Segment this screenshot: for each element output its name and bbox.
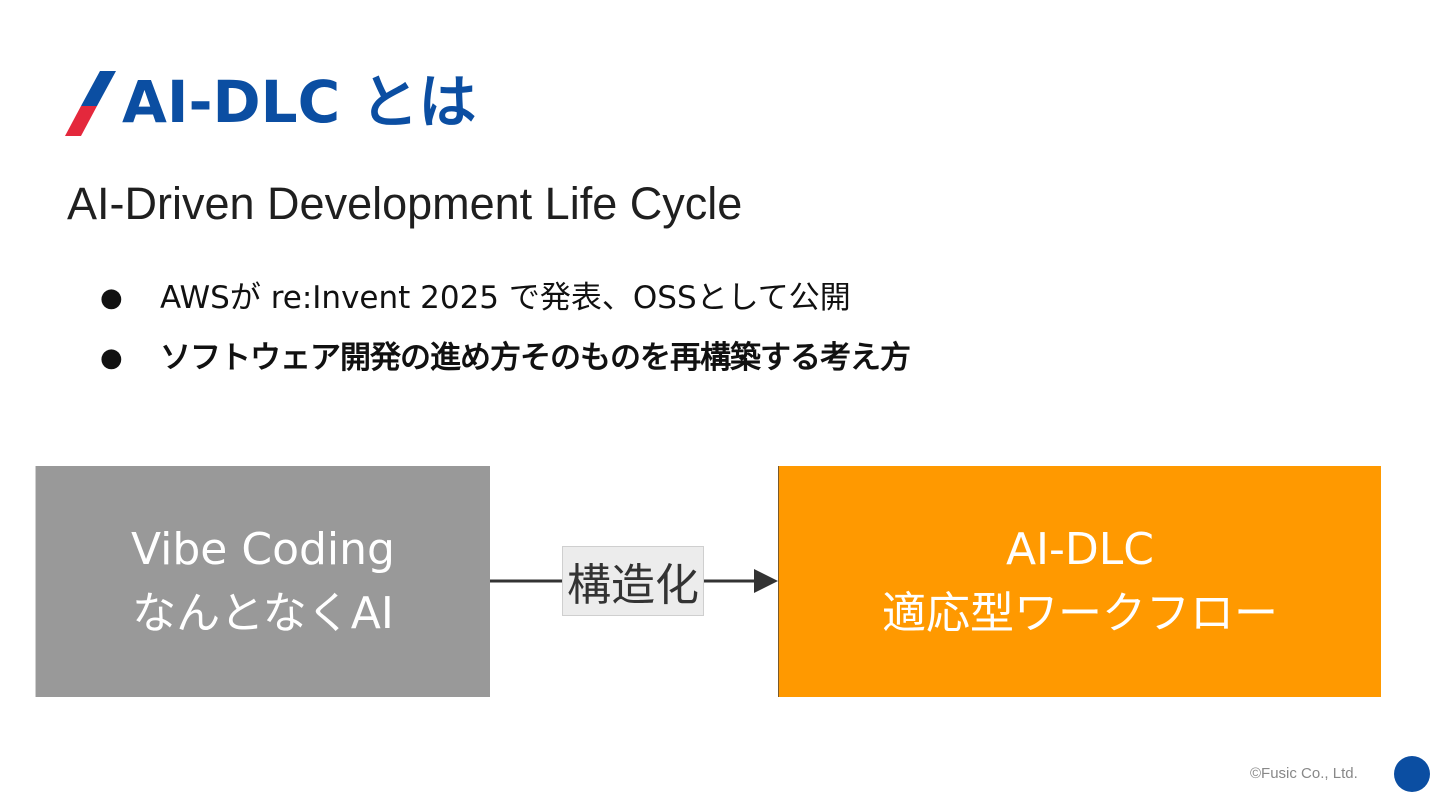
bullet-text: AWSが re:Invent 2025 で発表、OSSとして公開 [160,280,851,316]
bullet-marker: ● [100,283,123,313]
ai-dlc-title: AI-DLC [1005,523,1155,575]
page-title: AI-DLC とは [122,68,477,136]
page-subtitle: AI-Driven Development Life Cycle [67,178,743,229]
vibe-coding-box: Vibe Coding なんとなくAI [35,466,490,697]
bullet-marker: ● [100,343,123,373]
title-accent-slash-icon [65,71,116,136]
arrow-label: 構造化 [562,546,704,616]
vibe-coding-title: Vibe Coding [131,523,395,575]
ai-dlc-subtitle: 適応型ワークフロー [882,587,1278,639]
page-indicator-dot [1394,756,1430,792]
bullet-text-bold: ソフトウェア開発の進め方そのものを再構築する考え方 [160,340,911,376]
ai-dlc-box: AI-DLC 適応型ワークフロー [778,466,1381,697]
vibe-coding-subtitle: なんとなくAI [132,587,394,639]
arrow-head-icon [754,569,778,593]
footer-copyright: ©Fusic Co., Ltd. [1250,765,1358,782]
